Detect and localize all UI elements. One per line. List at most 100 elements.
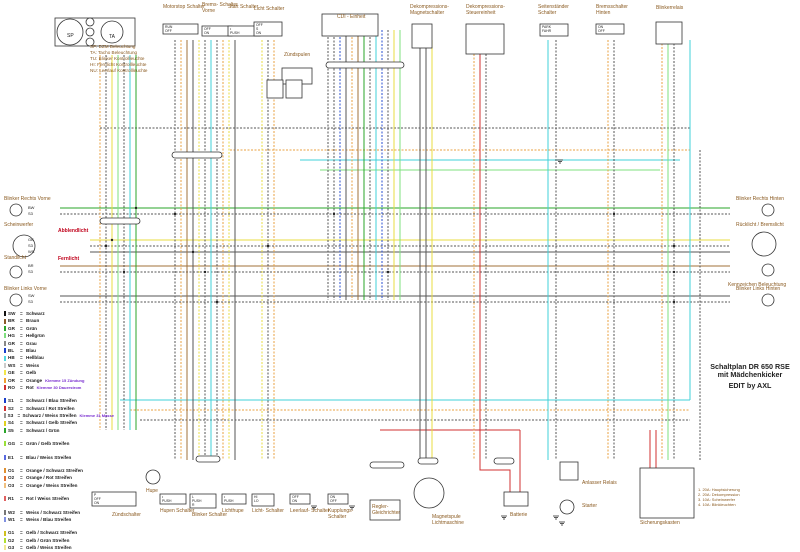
component-label-scheinwerfer: Scheinwerfer (4, 222, 34, 228)
legend-swatch (4, 398, 6, 404)
switch-row-label: ON (94, 501, 100, 505)
legend-swatch (4, 475, 6, 481)
ground-symbol (559, 521, 565, 526)
legend-code: GE (8, 370, 15, 376)
legend-code: E1 (8, 454, 14, 460)
component-regler (369, 499, 401, 521)
legend-item: O2=Orange / Rot Streifen (4, 474, 114, 481)
legend-name: Schwarz / Blau Streifen (26, 398, 77, 404)
legend-name: Schwarz / Gelb Streifen (26, 420, 78, 426)
connector-plug (493, 457, 515, 465)
legend-note: Klemme 15 Zündung (45, 377, 85, 383)
abbreviation-item: HI: Fernlicht Kontrollleuchte (90, 62, 147, 67)
component-hupe (145, 469, 161, 485)
switch-row-label: OFF (256, 23, 263, 27)
legend-name: Schwarz / Weiss Streifen (22, 413, 77, 419)
junction-dot (672, 270, 676, 274)
legend-equals: = (20, 427, 23, 433)
legend-equals: = (20, 475, 23, 481)
legend-note: Klemme 31 Masse (79, 413, 114, 419)
legend-item: G3=Gelb / Weiss Streifen (4, 544, 114, 551)
component-label-blinker-rechts-vorne: Blinker Rechts Vorne (4, 196, 51, 202)
junction-dot (110, 238, 114, 242)
connector-plug (99, 217, 141, 225)
component-label-regler: Regler- Gleichrichter (372, 504, 401, 516)
component-label-hupe: Hupe (146, 488, 158, 494)
speedometer (100, 20, 124, 44)
indicator-lamp-tu (85, 17, 95, 27)
legend-item: G1=Gelb / Schwarz Streifen (4, 529, 114, 536)
switch-row-label: OFF (598, 29, 605, 33)
legend-code: W2 (8, 509, 15, 515)
component-seitenstaender (539, 23, 569, 37)
legend-code: OR (8, 377, 15, 383)
legend-swatch (4, 509, 6, 515)
legend-name: Gelb (26, 370, 37, 376)
legend-name: Grün (26, 325, 37, 331)
legend-name: Blau (26, 347, 36, 353)
legend-swatch (4, 496, 6, 502)
legend-swatch (4, 428, 6, 434)
legend-swatch (4, 420, 6, 426)
legend-code: GR (8, 340, 15, 346)
legend-item: BR=Braun (4, 317, 114, 324)
highbeam-note: Fernlicht (58, 256, 80, 262)
component-label-licht-schalter: Licht Schalter (254, 6, 285, 12)
switch-row-label: P (94, 493, 97, 497)
switch-row-label: ON (292, 499, 298, 503)
legend-item: BL=Blau (4, 347, 114, 354)
component-layer (9, 13, 777, 526)
component-label-licht-schalter-unten: Licht- Schalter (252, 508, 284, 514)
switch-row-label: ON (256, 31, 262, 35)
legend-swatch (4, 311, 6, 317)
legend-equals: = (20, 318, 23, 324)
legend-code: G3 (8, 545, 15, 551)
legend-equals: = (20, 509, 23, 515)
ground-symbol (311, 505, 317, 510)
component-label-blinker-links-vorne: Blinker Links Vorne (4, 286, 47, 292)
switch-row-label: • (230, 27, 232, 31)
component-cdi (321, 13, 379, 37)
wiring-diagram (9, 13, 777, 526)
junction-dot (122, 270, 126, 274)
instrument-sp-label: SP (67, 33, 74, 39)
wire-code-label: BR (28, 263, 34, 268)
fuse-item: 3. 10A: Scheinwerfer (698, 497, 736, 502)
legend-equals: = (20, 496, 23, 502)
legend-equals: = (20, 454, 23, 460)
legend-equals: = (20, 311, 23, 316)
switch-row-label: LO (254, 499, 259, 503)
legend-equals: = (20, 340, 23, 346)
component-label-dekomp-steuer: Dekompressions- Steuereinheit (466, 4, 505, 16)
headlight (12, 234, 36, 258)
legend-name: Schwarz (26, 311, 45, 316)
lamp-blinker-links-vorne (9, 293, 23, 307)
component-label-blinker-schalter: Blinker Schalter (192, 512, 228, 518)
connector-plug (195, 455, 221, 463)
legend-equals: = (17, 413, 21, 419)
legend-item: W2=Weiss / Schwarz Streifen (4, 509, 114, 516)
junction-dot (104, 244, 108, 248)
legend-equals: = (20, 405, 23, 411)
ignition-coil-1 (266, 79, 284, 99)
legend-swatch (4, 413, 6, 419)
legend-name: Hellgrün (26, 333, 45, 339)
component-blinkerrelais (655, 21, 683, 45)
legend-code: S3 (7, 413, 14, 419)
legend-item: S5=Schwarz / Grün (4, 427, 114, 434)
switch-row-label: OFF (292, 495, 299, 499)
abbreviation-item: NU: Leerlauf Kontrollleuchte (90, 68, 148, 73)
legend-equals: = (20, 482, 23, 488)
component-label-batterie: Batterie (510, 512, 528, 518)
component-label-seitenstaender: Seitenständer Schalter (538, 4, 569, 16)
legend-swatch (4, 370, 6, 376)
component-label-kupplungs-schalter: Kupplungs- Schalter (328, 508, 354, 520)
legend-name: Blau / Weiss Streifen (26, 454, 72, 460)
legend-name: Gelb / Grün Streifen (26, 537, 70, 543)
component-label-standlicht: Standlicht (4, 255, 26, 261)
legend-code: O3 (8, 482, 15, 488)
legend-swatch (4, 318, 6, 324)
